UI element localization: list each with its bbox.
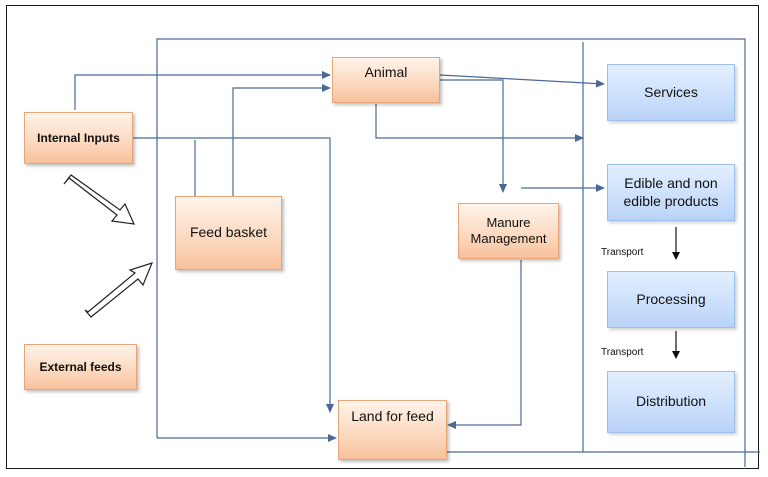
feed-basket-to-animal-arrow [232,84,331,196]
land-for-feed-node: Land for feed [338,400,447,460]
animal-node: Animal [332,57,440,103]
manure-to-land-arrow [447,260,522,429]
internal-inputs-node: Internal Inputs [24,112,133,164]
transport-label-2: Transport [601,347,644,358]
internal-to-animal-arrow [74,71,331,110]
distribution-node: Distribution [607,371,735,433]
edible-products-node: Edible and non edible products [607,164,735,221]
services-node: Services [607,64,735,121]
external-feeds-node: External feeds [24,344,137,390]
animal-to-services-arrow [439,74,605,88]
hollow-arrow-down [63,174,135,225]
processing-node: Processing [607,271,735,328]
manure-management-node: Manure Management [458,203,559,259]
animal-to-right-arrow [375,104,584,142]
transport-label-1: Transport [601,247,644,258]
animal-to-manure-arrow [440,79,507,193]
feed-basket-node: Feed basket [175,196,282,270]
hollow-arrow-up [84,262,154,318]
diagram-frame [6,5,759,469]
system-boundary-line [156,38,746,467]
internal-to-land-arrow [133,137,334,413]
